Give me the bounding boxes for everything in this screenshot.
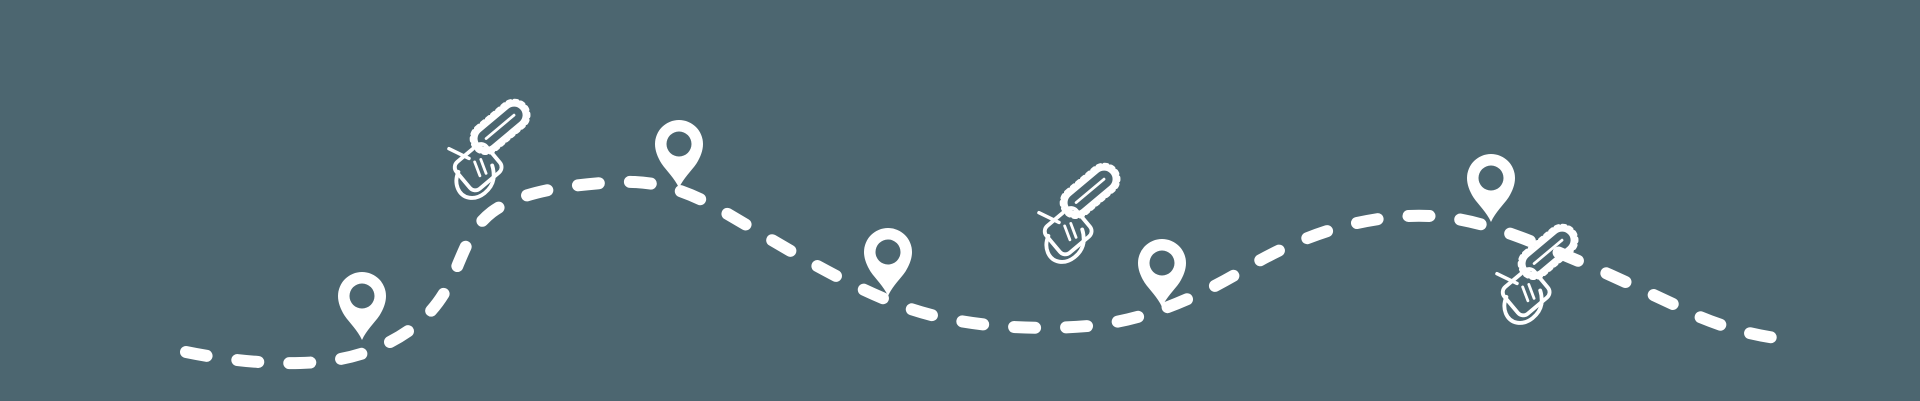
dashed-route-path <box>180 175 1800 370</box>
